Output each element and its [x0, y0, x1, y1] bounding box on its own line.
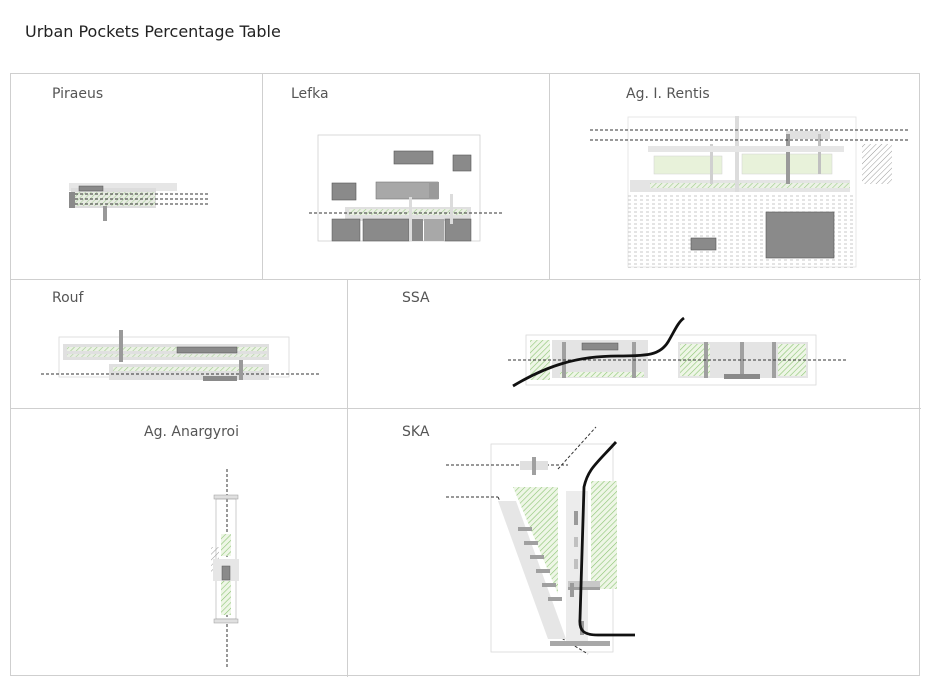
panel-rentis: Ag. I. Rentis — [550, 74, 921, 280]
panel-label: Ag. Anargyroi — [144, 424, 239, 440]
panel-label: SSA — [402, 290, 430, 306]
panel-piraeus: Piraeus — [11, 74, 263, 280]
rentis-plan — [590, 116, 908, 268]
piraeus-plan — [69, 183, 209, 221]
panel-ssa: SSA — [348, 280, 921, 409]
panel-ska: SKA — [348, 409, 921, 677]
diagram-board: Piraeus Lefka — [10, 73, 921, 677]
panel-label: Piraeus — [52, 86, 104, 102]
panel-anargyroi: Ag. Anargyroi — [11, 409, 348, 677]
anargyroi-plan — [211, 469, 239, 667]
panel-rouf: Rouf — [11, 280, 348, 409]
panel-label: Rouf — [52, 290, 84, 306]
panel-label: Lefka — [291, 86, 329, 102]
ssa-plan — [508, 316, 848, 388]
rouf-plan — [41, 330, 319, 381]
panel-label: SKA — [402, 424, 430, 440]
page-title: Urban Pockets Percentage Table — [25, 22, 281, 41]
lefka-plan — [309, 134, 503, 242]
panel-label: Ag. I. Rentis — [626, 86, 710, 102]
panel-lefka: Lefka — [263, 74, 550, 280]
ska-plan — [446, 426, 635, 655]
